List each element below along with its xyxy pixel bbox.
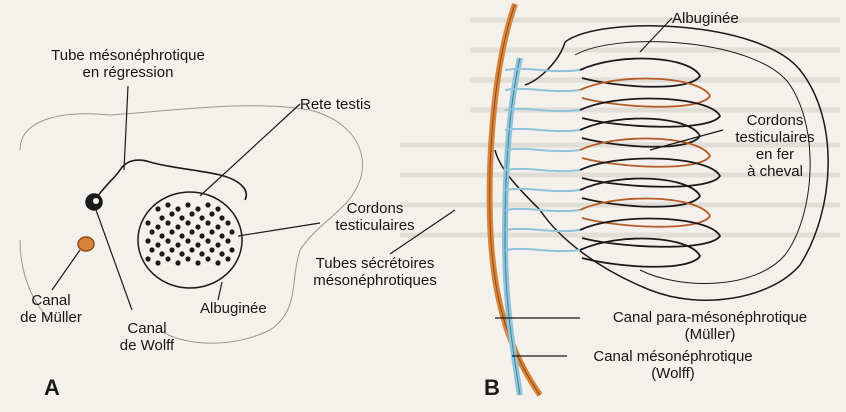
label-albuginee-a: Albuginée [200,300,267,317]
label-canal-wolff: Canal de Wolff [104,320,190,354]
cord-dot [145,238,150,243]
cord-dot [195,242,200,247]
cord-dot [185,238,190,243]
label-albuginee-b: Albuginée [672,10,739,27]
cord-dot [225,238,230,243]
cord-dot [155,224,160,229]
mesonephric-tubule [505,169,580,171]
cord-dot [209,229,214,234]
cord-dot [195,260,200,265]
cord-dot [209,247,214,252]
cord-dot [215,206,220,211]
cord-dot [205,220,210,225]
cord-dot [185,220,190,225]
mesonephric-tubule [505,209,580,211]
cord-dot [145,220,150,225]
cord-dot [215,242,220,247]
cord-dot [155,242,160,247]
panel-a-cords [145,202,234,265]
cord-dot [159,251,164,256]
cord-dot [209,211,214,216]
mesonephric-tubule [505,249,580,251]
label-canal-muller: Canal de Müller [8,292,94,326]
cord-dot [205,256,210,261]
cord-dot [159,233,164,238]
label-canal-mesonephrotique: Canal mésonéphrotique (Wolff) [568,348,778,382]
cord-dot [149,229,154,234]
cord-dot [165,256,170,261]
mesonephric-tubule [505,229,580,231]
cord-dot [165,238,170,243]
cord-dot [169,247,174,252]
cord-dot [179,233,184,238]
cord-dot [195,206,200,211]
mesonephric-tubule [505,189,580,191]
cord-dot [215,260,220,265]
mesonephric-tubule [505,149,580,151]
cord-dot [229,247,234,252]
cord-dot [175,242,180,247]
cord-dot [225,256,230,261]
panel-letter-b: B [484,375,500,401]
cord-dot [205,238,210,243]
cord-dot [189,247,194,252]
cord-dot [179,215,184,220]
mesonephric-tubule [505,129,580,131]
cord-dot [219,215,224,220]
label-cordons-fer-a-cheval: Cordons testiculaires en fer à cheval [715,112,835,180]
cord-dot [169,211,174,216]
label-tubes-secretoires: Tubes sécrétoires mésonéphrotiques [285,255,465,289]
cord-dot [225,220,230,225]
cord-dot [175,260,180,265]
cord-dot [199,215,204,220]
cord-dot [175,224,180,229]
cord-dot [149,247,154,252]
cord-dot [189,229,194,234]
cord-dot [199,251,204,256]
label-rete-testis: Rete testis [300,96,371,113]
cord-dot [159,215,164,220]
cord-dot [205,202,210,207]
panel-letter-a: A [44,375,60,401]
cord-dot [185,256,190,261]
cord-dot [229,229,234,234]
cord-dot [189,211,194,216]
cord-dot [169,229,174,234]
cord-dot [185,202,190,207]
label-canal-para-mesonephrotique: Canal para-mésonéphrotique (Müller) [580,309,840,343]
label-tube-regression: Tube mésonéphrotique en régression [30,47,226,81]
cord-dot [215,224,220,229]
cord-dot [219,233,224,238]
cord-dot [165,220,170,225]
cord-dot [199,233,204,238]
cord-dot [155,206,160,211]
cord-dot [155,260,160,265]
cord-dot [195,224,200,229]
cord-dot [175,206,180,211]
label-cordons-testiculaires: Cordons testiculaires [320,200,430,234]
cord-dot [219,251,224,256]
cord-dot [165,202,170,207]
cord-dot [179,251,184,256]
cord-dot [145,256,150,261]
horseshoe-cord [580,239,700,267]
